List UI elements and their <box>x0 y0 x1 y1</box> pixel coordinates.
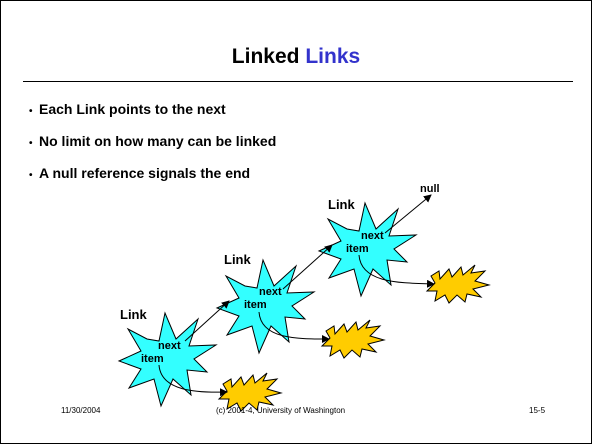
link-burst-3 <box>317 201 418 298</box>
item-label-2: item <box>244 299 267 311</box>
item-label-1: item <box>141 353 164 365</box>
link-label-1: Link <box>120 307 147 322</box>
link-burst-1 <box>117 311 218 408</box>
link-label-2: Link <box>224 252 251 267</box>
bullet-text: No limit on how many can be linked <box>39 133 277 149</box>
item-label-3: item <box>346 243 369 255</box>
item-burst-3 <box>425 264 491 304</box>
item-burst-1 <box>217 372 283 412</box>
bullet-list: • Each Link points to the next • No limit … <box>29 93 276 189</box>
bullet-item: • Each Link points to the next <box>29 93 276 125</box>
bullet-dot: • <box>29 106 33 117</box>
bullet-dot: • <box>29 170 33 181</box>
bullet-item: • No limit on how many can be linked <box>29 125 276 157</box>
footer-date: 11/30/2004 <box>61 406 101 415</box>
next-label-2: next <box>259 286 282 298</box>
item-burst-2 <box>320 319 386 359</box>
bullet-text: A null reference signals the end <box>39 165 251 181</box>
null-label: null <box>420 183 440 195</box>
title-text: Linked <box>231 45 300 68</box>
link-label-3: Link <box>328 197 355 212</box>
footer-page-number: 15-5 <box>529 406 546 415</box>
item-pointer-2 <box>258 311 330 343</box>
item-pointer-3 <box>358 254 435 288</box>
next-pointer-1 <box>184 300 230 342</box>
footer-copyright: (c) 2001-4, University of Washington <box>216 406 346 415</box>
bullet-dot: • <box>29 138 33 149</box>
next-pointer-2 <box>282 244 333 290</box>
bullet-item: • A null reference signals the end <box>29 157 276 189</box>
next-label-3: next <box>361 230 384 242</box>
null-pointer <box>384 194 432 234</box>
item-pointer-1 <box>158 364 228 397</box>
bullet-text: Each Link points to the next <box>39 101 226 117</box>
title-accent-text: Links <box>305 45 361 68</box>
slide-title: Linked Links <box>1 45 591 69</box>
next-label-1: next <box>158 340 181 352</box>
title-divider <box>23 81 573 82</box>
